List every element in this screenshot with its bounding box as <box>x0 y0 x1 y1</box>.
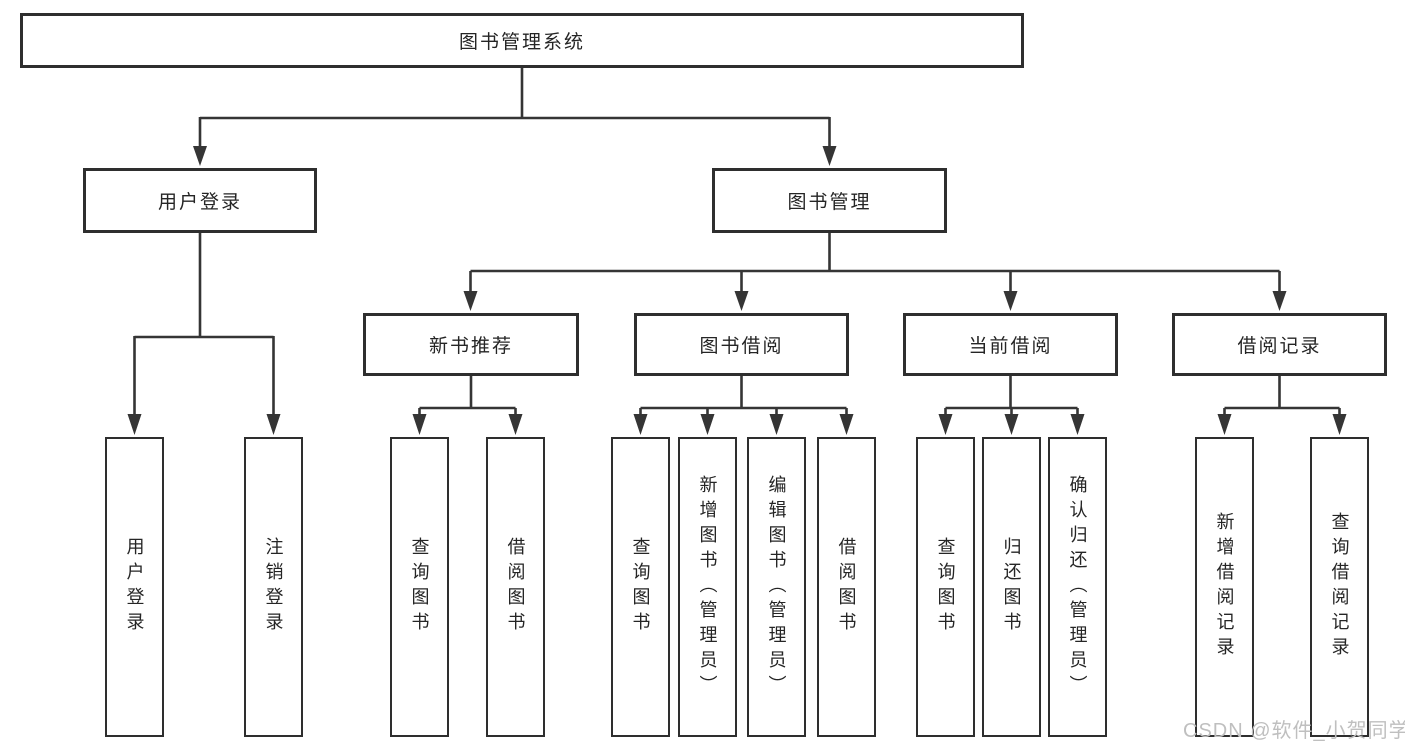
arrowhead-icon <box>938 414 953 435</box>
leaf-logout: 注销登录 <box>244 437 303 737</box>
arrowhead-icon <box>822 146 837 166</box>
arrowhead-icon <box>193 146 207 166</box>
arrowhead-icon <box>1003 291 1018 311</box>
leaf-query-borrow-record: 查询借阅记录 <box>1310 437 1369 737</box>
leaf-return-book: 归还图书 <box>982 437 1041 737</box>
leaf-borrow-books-recommend: 借阅图书 <box>486 437 545 737</box>
arrowhead-icon <box>412 414 427 435</box>
arrowhead-icon <box>1217 414 1232 435</box>
arrowhead-icon <box>839 414 854 435</box>
leaf-edit-book-admin: 编辑图书（管理员） <box>747 437 806 737</box>
connector-current-borrow-to-leaves <box>938 375 1085 435</box>
leaf-confirm-return-admin: 确认归还（管理员） <box>1048 437 1107 737</box>
node-new-book-recommend: 新书推荐 <box>363 313 579 376</box>
leaf-borrow-books: 借阅图书 <box>817 437 876 737</box>
arrowhead-icon <box>1272 291 1287 311</box>
connector-user-login-to-leaves <box>127 233 281 435</box>
arrowhead-icon <box>463 291 478 311</box>
arrowhead-icon <box>769 414 784 435</box>
connector-new-book-recommend-to-leaves <box>412 376 523 435</box>
node-current-borrow: 当前借阅 <box>903 313 1118 376</box>
connector-book-borrow-to-leaves <box>633 376 854 435</box>
leaf-user-login: 用户登录 <box>105 437 164 737</box>
arrowhead-icon <box>127 414 142 435</box>
arrowhead-icon <box>734 291 749 311</box>
node-book-management: 图书管理 <box>712 168 947 233</box>
node-borrow-records: 借阅记录 <box>1172 313 1387 376</box>
connector-book-management-to-level3 <box>463 233 1287 311</box>
leaf-query-books-borrow: 查询图书 <box>611 437 670 737</box>
arrowhead-icon <box>700 414 715 435</box>
leaf-query-books-recommend: 查询图书 <box>390 437 449 737</box>
arrowhead-icon <box>1070 414 1085 435</box>
arrowhead-icon <box>266 414 281 435</box>
node-library-management-system: 图书管理系统 <box>20 13 1024 68</box>
leaf-add-borrow-record: 新增借阅记录 <box>1195 437 1254 737</box>
node-book-borrow: 图书借阅 <box>634 313 849 376</box>
connector-root-to-level2 <box>193 68 837 166</box>
leaf-query-books-current: 查询图书 <box>916 437 975 737</box>
leaf-add-book-admin: 新增图书（管理员） <box>678 437 737 737</box>
node-user-login: 用户登录 <box>83 168 317 233</box>
csdn-watermark: CSDN @软件_小贺同学 <box>1183 720 1405 742</box>
arrowhead-icon <box>1332 414 1347 435</box>
connector-borrow-records-to-leaves <box>1217 375 1347 435</box>
arrowhead-icon <box>633 414 648 435</box>
arrowhead-icon <box>508 414 523 435</box>
arrowhead-icon <box>1004 414 1019 435</box>
